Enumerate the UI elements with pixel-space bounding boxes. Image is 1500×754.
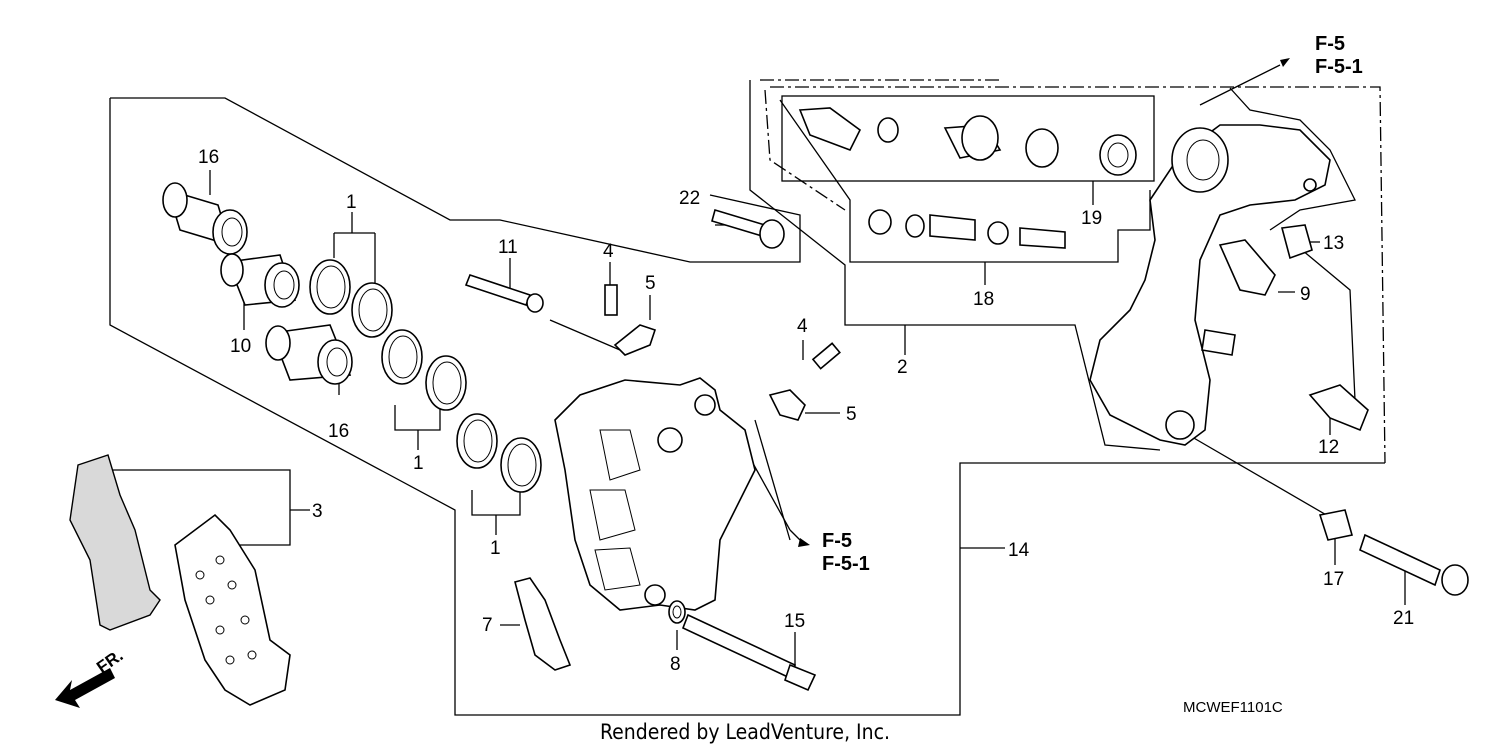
collar-17 bbox=[1318, 509, 1354, 541]
group-outlines bbox=[109, 79, 1386, 716]
leader-lines bbox=[110, 58, 1406, 670]
boot-13 bbox=[1280, 224, 1313, 260]
seal-kit-18 bbox=[868, 209, 1066, 249]
ref-center-f51: F-5-1 bbox=[822, 553, 870, 575]
part-label: 5 bbox=[645, 273, 656, 294]
part-label: 5 bbox=[846, 404, 857, 425]
part-labels: 16 1 10 16 1 1 3 11 4 5 4 5 7 8 15 22 2 … bbox=[198, 147, 1414, 675]
caliper-body bbox=[554, 377, 756, 611]
caliper-bracket bbox=[1089, 124, 1331, 446]
part-label: 11 bbox=[498, 237, 518, 258]
washer-8 bbox=[668, 600, 686, 624]
part-label: 4 bbox=[603, 241, 614, 262]
front-label: FR. bbox=[93, 646, 126, 677]
part-label: 7 bbox=[482, 615, 493, 636]
pin-11 bbox=[464, 274, 544, 313]
part-label: 1 bbox=[490, 538, 501, 559]
part-label: 10 bbox=[230, 336, 251, 357]
ref-center-f5: F-5 bbox=[822, 530, 852, 552]
reference-labels: F-5 F-5-1 F-5 F-5-1 bbox=[822, 33, 1363, 575]
diagram-code: MCWEF1101C bbox=[1183, 699, 1283, 716]
part-label: 21 bbox=[1393, 608, 1414, 629]
part-label: 14 bbox=[1008, 540, 1030, 561]
part-label: 17 bbox=[1323, 569, 1344, 590]
seal-kit-19 bbox=[798, 107, 1137, 176]
piston-16-bottom bbox=[265, 324, 353, 385]
brake-pads bbox=[69, 454, 291, 706]
piston-16-top bbox=[162, 182, 248, 255]
part-label: 12 bbox=[1318, 437, 1339, 458]
seal-pairs bbox=[309, 259, 542, 493]
part-label: 1 bbox=[346, 192, 357, 213]
part-label: 4 bbox=[797, 316, 808, 337]
part-label: 3 bbox=[312, 501, 323, 522]
part-label: 18 bbox=[973, 289, 994, 310]
part-label: 22 bbox=[679, 188, 700, 209]
pin-15 bbox=[681, 613, 817, 692]
part-label: 2 bbox=[897, 357, 908, 378]
bleeder-valves bbox=[604, 284, 841, 421]
front-arrow-icon bbox=[55, 668, 115, 708]
pad-spring-7 bbox=[514, 577, 572, 671]
part-label: 8 bbox=[670, 654, 681, 675]
bolt-22 bbox=[711, 208, 785, 249]
piston-10 bbox=[220, 253, 300, 308]
bolt-21 bbox=[1359, 533, 1469, 596]
pin-12 bbox=[1308, 384, 1369, 432]
part-label: 13 bbox=[1323, 233, 1344, 254]
ref-top-f5: F-5 bbox=[1315, 33, 1345, 55]
part-label: 19 bbox=[1081, 208, 1102, 229]
ref-top-f51: F-5-1 bbox=[1315, 56, 1363, 78]
part-label: 1 bbox=[413, 453, 424, 474]
retainer-9 bbox=[1218, 239, 1276, 296]
part-label: 15 bbox=[784, 611, 805, 632]
render-credit: Rendered by LeadVenture, Inc. bbox=[600, 720, 890, 744]
part-label: 16 bbox=[198, 147, 219, 168]
part-label: 9 bbox=[1300, 284, 1311, 305]
part-label: 16 bbox=[328, 421, 349, 442]
